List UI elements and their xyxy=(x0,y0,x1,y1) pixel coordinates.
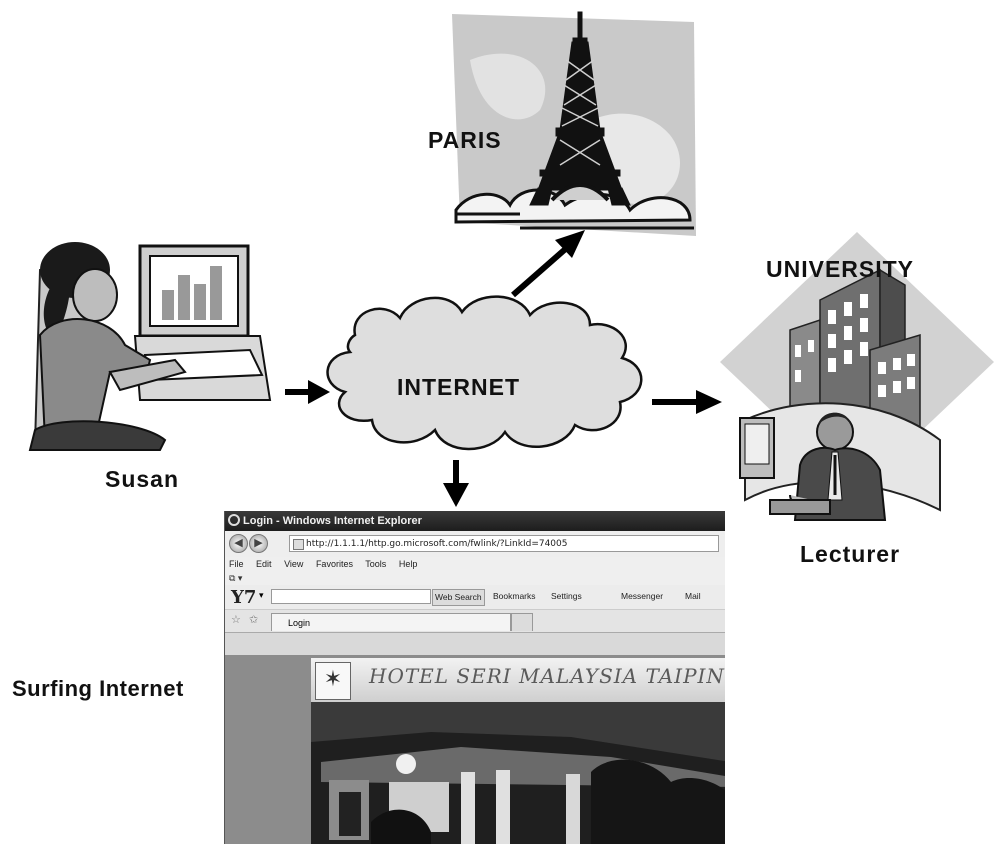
hotel-logo-icon: ✶ xyxy=(315,662,351,700)
page-icon xyxy=(293,539,304,550)
tab-login-label: Login xyxy=(288,618,311,628)
back-button-icon[interactable]: ◀ xyxy=(229,534,248,553)
settings-button[interactable]: Settings xyxy=(551,591,582,601)
menu-bar: File Edit View Favorites Tools Help xyxy=(225,557,725,572)
web-search-button[interactable]: Web Search xyxy=(432,589,485,606)
tab-row: ☆ ✩ Login xyxy=(225,610,725,633)
yahoo-dropdown-icon[interactable]: ▾ xyxy=(259,590,264,600)
hotel-page: ✶ HOTEL SERI MALAYSIA TAIPING xyxy=(311,658,725,844)
internet-cloud xyxy=(326,295,643,451)
university-label: UNIVERSITY xyxy=(766,256,915,282)
menu-favorites[interactable]: Favorites xyxy=(315,559,353,569)
mail-button[interactable]: Mail xyxy=(685,591,701,601)
hotel-photo xyxy=(311,702,725,844)
messenger-button[interactable]: Messenger xyxy=(621,591,664,601)
browser-window: Login - Windows Internet Explorer ◀ ▶ ht… xyxy=(224,511,725,844)
paris-label: PARIS xyxy=(428,127,502,153)
translate-icon[interactable]: ⧉ ▾ xyxy=(229,573,243,583)
arrow-internet-to-paris xyxy=(511,230,585,298)
address-url: http://1.1.1.1/http.go.microsoft.com/fwl… xyxy=(306,539,568,549)
menu-view[interactable]: View xyxy=(284,559,304,569)
surfing-internet-label: Surfing Internet xyxy=(12,676,184,701)
add-favorites-icon[interactable]: ✩ xyxy=(249,614,259,626)
lecturer-label: Lecturer xyxy=(800,541,901,567)
address-row: ◀ ▶ http://1.1.1.1/http.go.microsoft.com… xyxy=(225,531,725,557)
internet-label: INTERNET xyxy=(397,374,520,400)
arrow-internet-to-university xyxy=(652,390,722,414)
toolbar-row: ⧉ ▾ xyxy=(225,572,725,585)
susan-label: Susan xyxy=(105,466,180,492)
yahoo-logo[interactable]: Y7 xyxy=(231,587,257,608)
arrow-susan-to-internet xyxy=(285,380,330,404)
hotel-title: HOTEL SERI MALAYSIA TAIPING xyxy=(369,664,725,688)
hotel-banner: ✶ HOTEL SERI MALAYSIA TAIPING xyxy=(311,658,725,702)
university-building-illustration xyxy=(720,232,994,512)
yahoo-toolbar: Y7 ▾ Web Search Bookmarks Settings Messe… xyxy=(225,585,725,610)
bookmarks-button[interactable]: Bookmarks xyxy=(493,591,536,601)
menu-edit[interactable]: Edit xyxy=(256,559,272,569)
new-tab-button[interactable] xyxy=(511,613,533,631)
browser-title: Login - Windows Internet Explorer xyxy=(243,515,422,527)
menu-help[interactable]: Help xyxy=(398,559,418,569)
address-bar[interactable]: http://1.1.1.1/http.go.microsoft.com/fwl… xyxy=(289,535,719,552)
page-content: ✶ HOTEL SERI MALAYSIA TAIPING xyxy=(225,655,725,844)
ie-icon xyxy=(228,514,240,526)
eiffel-tower xyxy=(529,11,631,206)
yahoo-search-input[interactable] xyxy=(271,589,431,604)
arrow-internet-to-browser xyxy=(443,460,469,507)
susan-computer-illustration xyxy=(28,242,272,451)
menu-tools[interactable]: Tools xyxy=(365,559,387,569)
menu-file[interactable]: File xyxy=(229,559,244,569)
favorites-star-icon[interactable]: ☆ xyxy=(231,614,241,626)
forward-button-icon[interactable]: ▶ xyxy=(249,534,268,553)
browser-titlebar: Login - Windows Internet Explorer xyxy=(225,511,725,531)
lecturer-figure xyxy=(739,412,887,521)
tab-login[interactable]: Login xyxy=(271,613,511,631)
